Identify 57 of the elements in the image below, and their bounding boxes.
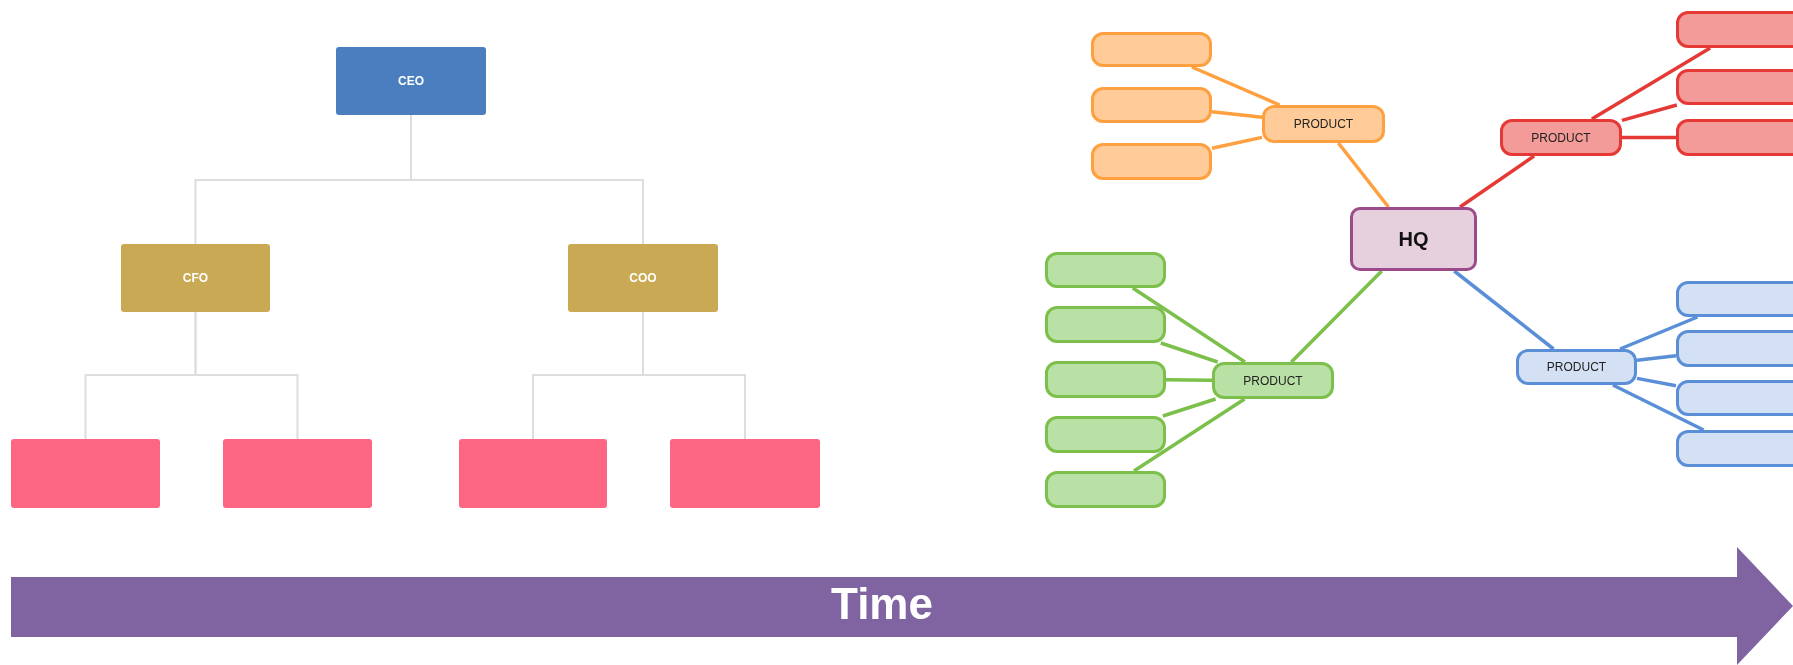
leaf-box — [1045, 471, 1166, 508]
connector-line — [1590, 46, 1712, 121]
node-label: PRODUCT — [1243, 372, 1303, 390]
connector-line — [1337, 141, 1390, 209]
connector-line — [1166, 378, 1212, 382]
connector-line — [1622, 135, 1676, 140]
node-label: PRODUCT — [1531, 129, 1591, 147]
leaf-box — [1091, 87, 1212, 123]
node-label: CFO — [182, 270, 209, 287]
node-label: PRODUCT — [1546, 359, 1607, 376]
connector-line — [1636, 354, 1677, 362]
leaf-box — [1091, 32, 1212, 67]
leaf-box — [1676, 430, 1793, 467]
connector-line — [1619, 315, 1699, 351]
leaf-box — [1045, 361, 1166, 398]
org-box — [11, 439, 160, 508]
leaf-box — [1676, 69, 1793, 105]
hub-box — [1350, 207, 1477, 271]
leaf-box — [1676, 119, 1793, 156]
branch-box — [1516, 349, 1637, 385]
connector-line — [1459, 154, 1536, 209]
connector-line — [1290, 269, 1383, 364]
org-box — [121, 244, 270, 312]
leaf-box — [1091, 143, 1212, 180]
branch-box — [1500, 119, 1622, 156]
connector-line — [1162, 397, 1217, 418]
node-label: CEO — [398, 73, 424, 90]
connector-line — [1211, 109, 1263, 119]
org-box — [568, 244, 718, 312]
leaf-box — [1045, 252, 1166, 288]
leaf-box — [1676, 380, 1793, 416]
leaf-box — [1045, 306, 1166, 343]
org-box — [459, 439, 607, 508]
org-box — [336, 47, 486, 115]
connector-line — [1612, 383, 1705, 432]
leaf-box — [1676, 11, 1793, 48]
leaf-box — [1045, 416, 1166, 453]
node-label: COO — [629, 270, 657, 287]
connector-line — [1211, 135, 1263, 150]
connector-line — [194, 311, 299, 440]
node-label: PRODUCT — [1293, 116, 1354, 133]
connector-line — [1621, 103, 1678, 123]
connector-line — [1132, 397, 1246, 473]
connector-line — [1160, 341, 1219, 364]
time-arrow — [11, 547, 1793, 665]
axis-label: Time — [831, 578, 934, 630]
connector-line — [1453, 269, 1555, 351]
leaf-box — [1676, 281, 1793, 317]
org-box — [670, 439, 820, 508]
org-box — [223, 439, 372, 508]
leaf-box — [1676, 330, 1793, 367]
connector-line — [1191, 65, 1281, 107]
node-label: HQ — [1398, 227, 1429, 252]
branch-box — [1212, 362, 1334, 399]
connector-line — [1636, 376, 1677, 388]
branch-box — [1262, 105, 1385, 143]
connector-line — [1131, 286, 1246, 364]
